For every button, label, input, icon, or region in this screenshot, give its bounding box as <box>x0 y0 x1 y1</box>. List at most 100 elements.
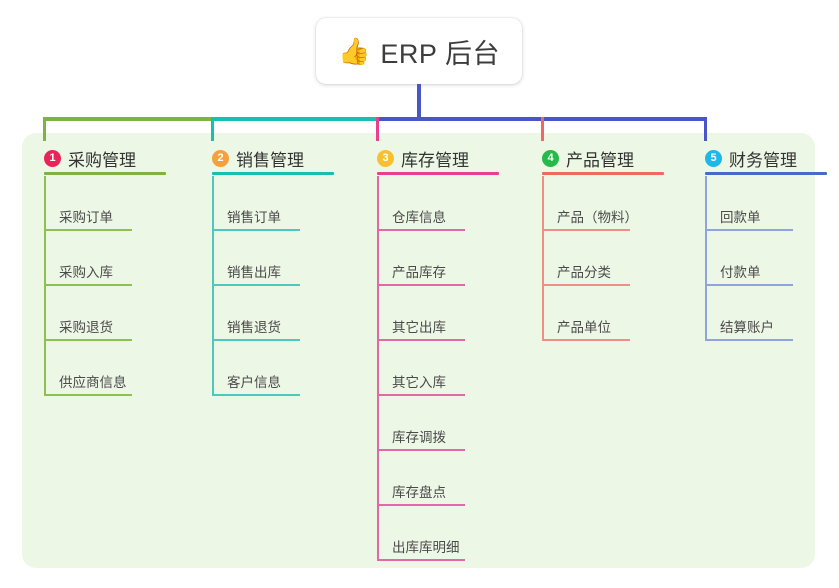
branch-item-label: 库存调拨 <box>392 430 446 445</box>
branch-item[interactable]: 仓库信息 <box>355 176 505 231</box>
branch-spine-line <box>212 176 214 396</box>
branch-item[interactable]: 库存调拨 <box>355 396 505 451</box>
branch-item-label: 产品库存 <box>392 265 446 280</box>
branch-header-销售管理[interactable]: 2 销售管理 <box>190 141 340 175</box>
branch-item[interactable]: 出库库明细 <box>355 506 505 561</box>
branch-column-财务管理: 5 财务管理回款单付款单结算账户 <box>683 141 833 341</box>
branch-item[interactable]: 产品单位 <box>520 286 670 341</box>
branch-header-产品管理[interactable]: 4 产品管理 <box>520 141 670 175</box>
root-stem-line <box>417 84 421 120</box>
branches-panel <box>22 133 815 568</box>
branch-item-underline <box>377 339 465 341</box>
branch-header-underline <box>542 172 664 175</box>
branch-item[interactable]: 库存盘点 <box>355 451 505 506</box>
branch-number-badge: 4 <box>542 149 559 167</box>
branch-item-label: 仓库信息 <box>392 210 446 225</box>
branch-item-underline <box>44 394 132 396</box>
branch-item-label: 销售订单 <box>227 210 281 225</box>
branch-number-badge: 3 <box>377 149 394 167</box>
branch-item[interactable]: 销售订单 <box>190 176 340 231</box>
branch-item[interactable]: 供应商信息 <box>22 341 172 396</box>
branch-item[interactable]: 付款单 <box>683 231 833 286</box>
branch-item-underline <box>377 394 465 396</box>
branch-item-underline <box>212 339 300 341</box>
branch-number-badge: 2 <box>212 149 229 167</box>
branch-item[interactable]: 采购入库 <box>22 231 172 286</box>
branch-item[interactable]: 其它入库 <box>355 341 505 396</box>
branch-item[interactable]: 回款单 <box>683 176 833 231</box>
branch-item-list: 采购订单采购入库采购退货供应商信息 <box>22 176 172 396</box>
branch-item-label: 产品单位 <box>557 320 611 335</box>
branch-item-list: 销售订单销售出库销售退货客户信息 <box>190 176 340 396</box>
branch-item-underline <box>44 229 132 231</box>
branch-item-label: 销售退货 <box>227 320 281 335</box>
branch-title: 销售管理 <box>236 150 304 170</box>
branch-title: 财务管理 <box>729 150 797 170</box>
branch-item-underline <box>542 339 630 341</box>
branch-header-underline <box>212 172 334 175</box>
branch-header-underline <box>44 172 166 175</box>
branch-item-label: 采购退货 <box>59 320 113 335</box>
thumbs-up-icon: 👍 <box>338 36 371 66</box>
branch-drop-line-1 <box>42 117 46 141</box>
branch-item-label: 采购订单 <box>59 210 113 225</box>
root-node-card[interactable]: 👍 ERP 后台 <box>316 18 522 84</box>
branch-item-underline <box>377 449 465 451</box>
branch-item[interactable]: 客户信息 <box>190 341 340 396</box>
branch-item-label: 客户信息 <box>227 375 281 390</box>
branch-item[interactable]: 产品分类 <box>520 231 670 286</box>
branch-header-underline <box>377 172 499 175</box>
branch-item[interactable]: 其它出库 <box>355 286 505 341</box>
trunk-segment-1 <box>43 117 213 121</box>
branch-item[interactable]: 采购退货 <box>22 286 172 341</box>
branch-column-产品管理: 4 产品管理产品（物料） 产品分类产品单位 <box>520 141 670 341</box>
branch-item-underline <box>705 339 793 341</box>
branch-spine-line <box>542 176 544 341</box>
branch-item-underline <box>705 229 793 231</box>
branch-item-label: 产品（物料） <box>557 210 638 225</box>
branch-item-underline <box>44 339 132 341</box>
branch-item[interactable]: 结算账户 <box>683 286 833 341</box>
branch-item[interactable]: 产品（物料） <box>520 176 670 231</box>
branch-drop-line-3 <box>375 117 379 141</box>
branch-item-label: 出库库明细 <box>392 540 460 555</box>
branch-item-label: 销售出库 <box>227 265 281 280</box>
branch-item-label: 采购入库 <box>59 265 113 280</box>
branch-number-badge: 5 <box>705 149 722 167</box>
branch-item[interactable]: 采购订单 <box>22 176 172 231</box>
branch-item-underline <box>705 284 793 286</box>
branch-item-label: 产品分类 <box>557 265 611 280</box>
branch-item-label: 结算账户 <box>720 320 774 335</box>
branch-item-label: 回款单 <box>720 210 761 225</box>
branch-item-list: 产品（物料） 产品分类产品单位 <box>520 176 670 341</box>
branch-item[interactable]: 销售出库 <box>190 231 340 286</box>
branch-item-label: 供应商信息 <box>59 375 127 390</box>
branch-item-underline <box>377 559 465 561</box>
branch-column-销售管理: 2 销售管理销售订单销售出库销售退货客户信息 <box>190 141 340 396</box>
branch-drop-line-5 <box>703 117 707 141</box>
branch-header-财务管理[interactable]: 5 财务管理 <box>683 141 833 175</box>
branch-item-underline <box>542 229 630 231</box>
branch-header-underline <box>705 172 827 175</box>
branch-drop-line-4 <box>540 117 544 141</box>
branch-item-list: 回款单付款单结算账户 <box>683 176 833 341</box>
branch-spine-line <box>44 176 46 396</box>
branch-number-badge: 1 <box>44 149 61 167</box>
branch-item-list: 仓库信息产品库存其它出库其它入库库存调拨库存盘点出库库明细 <box>355 176 505 561</box>
branch-item-underline <box>377 284 465 286</box>
branch-drop-line-2 <box>210 117 214 141</box>
branch-spine-line <box>705 176 707 341</box>
branch-item-label: 库存盘点 <box>392 485 446 500</box>
branch-title: 产品管理 <box>566 150 634 170</box>
branch-item[interactable]: 销售退货 <box>190 286 340 341</box>
branch-spine-line <box>377 176 379 561</box>
branch-item-underline <box>377 504 465 506</box>
branch-item-underline <box>377 229 465 231</box>
branch-item-label: 付款单 <box>720 265 761 280</box>
branch-item[interactable]: 产品库存 <box>355 231 505 286</box>
